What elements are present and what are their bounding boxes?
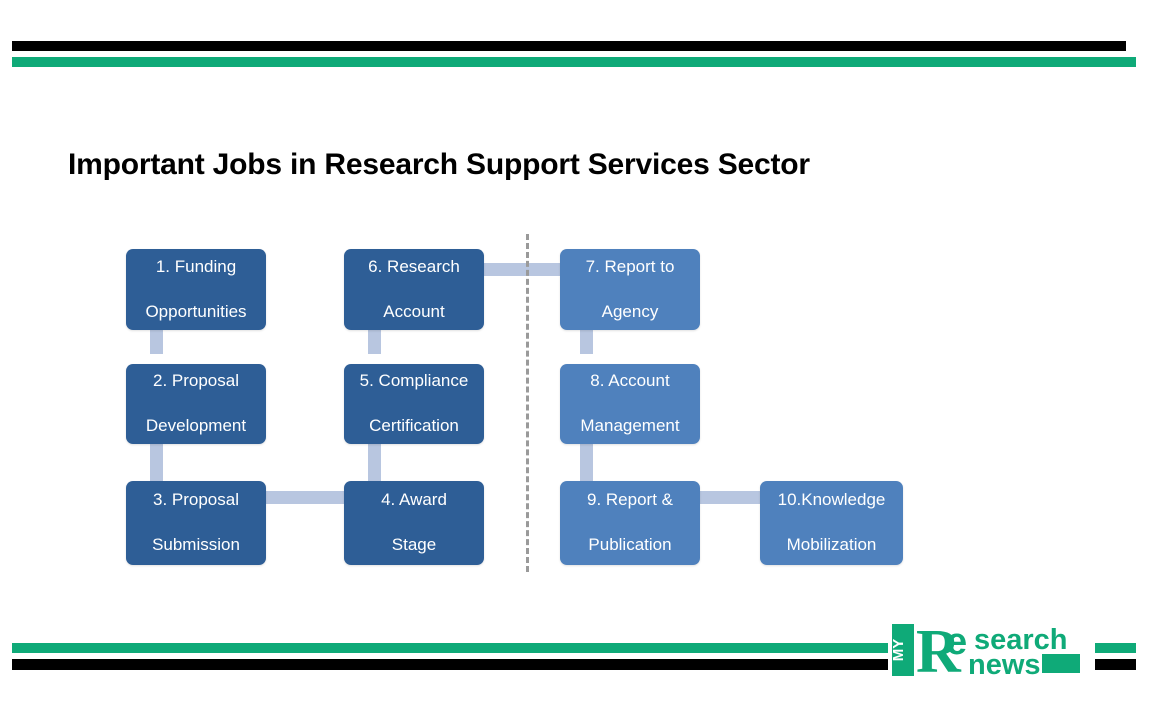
flow-box-5[interactable]: 5. Compliance Certification [344,364,484,444]
flow-box-6-line1: 6. Research [368,256,460,276]
flow-box-9[interactable]: 9. Report & Publication [560,481,700,565]
flow-box-3-line1: 3. Proposal [153,490,239,510]
flow-box-1-line1: 1. Funding [155,256,237,276]
flow-box-6[interactable]: 6. Research Account [344,249,484,330]
flow-box-8[interactable]: 8. Account Management [560,364,700,444]
flow-box-2-line1: 2. Proposal [153,371,239,391]
logo-r-text: R [916,618,962,680]
connector-8-to-9 [580,444,593,481]
bottom-black-rule-right [1095,659,1136,670]
myresearchnews-logo: MY R e search news [890,618,1095,686]
connector-2-to-3 [150,444,163,481]
flow-box-7[interactable]: 7. Report to Agency [560,249,700,330]
flow-box-9-line1: 9. Report & [587,490,673,510]
connector-7-to-8 [580,329,593,354]
connector-9-to-10 [698,491,768,504]
flow-box-9-line2: Publication [588,535,672,555]
page-title: Important Jobs in Research Support Servi… [68,148,810,181]
bottom-green-rule-right [1095,643,1136,653]
flow-box-10-line1: 10.Knowledge [777,490,886,510]
flow-box-1-line2: Opportunities [145,301,247,321]
flow-box-2-line2: Development [145,416,247,436]
flow-box-4-line1: 4. Award [381,490,447,510]
flow-box-3-line2: Submission [152,535,240,555]
flow-box-7-line2: Agency [601,301,659,321]
flow-box-4[interactable]: 4. Award Stage [344,481,484,565]
flow-box-8-line1: 8. Account [590,371,670,391]
connector-3-to-4 [262,491,350,504]
flow-box-1[interactable]: 1. Funding Opportunities [126,249,266,330]
flow-box-7-line1: 7. Report to [585,256,675,276]
bottom-green-rule-left [12,643,888,653]
logo-news-text: news [968,649,1041,680]
top-black-rule [12,41,1126,51]
connector-1-to-2 [150,329,163,354]
flow-box-8-line2: Management [580,416,680,436]
flow-box-10-line2: Mobilization [786,535,877,555]
flow-box-10[interactable]: 10.Knowledge Mobilization [760,481,903,565]
phase-divider [526,234,529,572]
flow-box-3[interactable]: 3. Proposal Submission [126,481,266,565]
connector-6-to-7 [480,263,570,276]
connector-5-to-6 [368,329,381,354]
logo-e-text: e [946,621,967,663]
logo-search-text: search [974,624,1068,656]
flow-box-6-line2: Account [383,301,445,321]
flow-box-4-line2: Stage [391,535,437,555]
flow-box-5-line1: 5. Compliance [359,371,469,391]
flow-box-5-line2: Certification [369,416,459,436]
connector-4-to-5 [368,444,381,481]
top-green-rule [12,57,1136,67]
logo-my-text: MY [890,639,907,662]
flow-box-2[interactable]: 2. Proposal Development [126,364,266,444]
bottom-black-rule-left [12,659,888,670]
